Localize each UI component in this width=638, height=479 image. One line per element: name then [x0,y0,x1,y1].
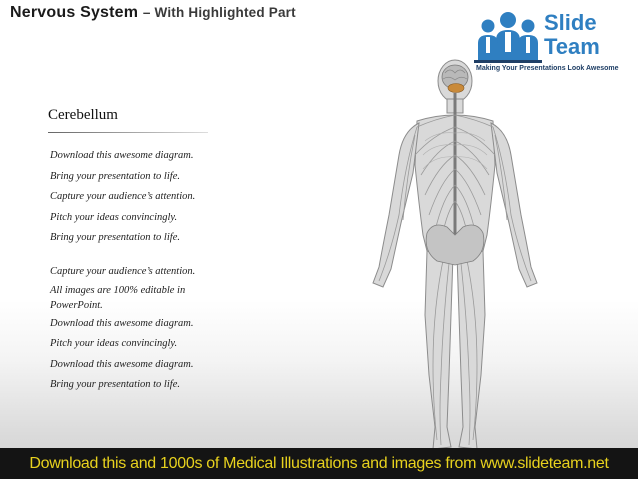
body-line: Pitch your ideas convincingly. [50,338,178,350]
slideteam-logo: Slide Team Making Your Presentations Loo… [474,10,634,72]
body-line: Download this awesome diagram. [50,150,194,161]
title-main: Nervous System [10,4,139,21]
body-paragraph-2: Capture your audience’s attention. All i… [50,262,225,396]
body-line: Bring your presentation to life. [50,379,180,391]
body-line: Capture your audience’s attention. [50,191,196,203]
human-nervous-system-illustration [372,59,538,450]
body-line: Bring your presentation to life. [50,232,180,244]
slide-title: Nervous System – With Highlighted Part [10,4,296,22]
body-line: All images are 100% editable in PowerPoi… [50,284,186,311]
body-paragraph-1: Download this awesome diagram. Bring you… [50,146,225,249]
footer-banner: Download this and 1000s of Medical Illus… [0,448,638,479]
people-group-icon [474,12,542,63]
body-line: Download this awesome diagram. [50,358,194,370]
cerebellum-highlight [447,83,465,93]
logo-word-team: Team [544,34,600,59]
logo-word-slide: Slide [544,10,597,35]
logo-tagline: Making Your Presentations Look Awesome [476,65,619,72]
body-line: Capture your audience’s attention. [50,266,196,277]
body-line: Bring your presentation to life. [50,170,180,182]
section-heading: Cerebellum [48,107,118,123]
body-line: Download this awesome diagram. [50,317,194,329]
body-line: Pitch your ideas convincingly. [50,211,178,223]
heading-divider [48,132,208,133]
title-subtitle: – With Highlighted Part [142,5,296,20]
